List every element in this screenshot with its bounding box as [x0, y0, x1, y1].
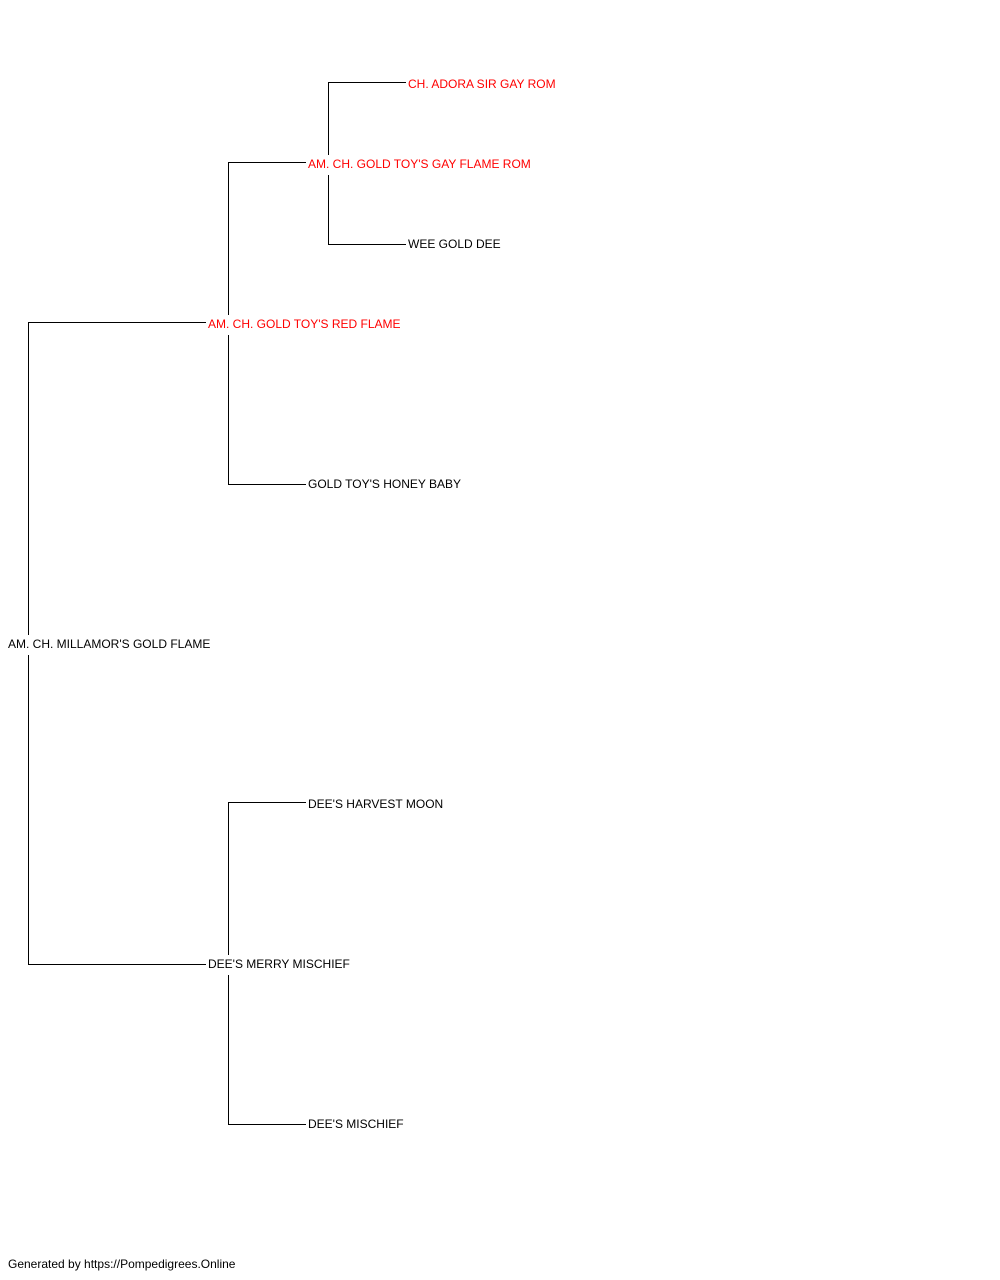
connector-dam-dam — [228, 975, 306, 1125]
generated-by-footer: Generated by https://Pompedigrees.Online — [8, 1257, 236, 1271]
connector-ss-sire — [328, 82, 406, 155]
pedigree-sire-sire[interactable]: AM. CH. GOLD TOY'S GAY FLAME ROM — [308, 157, 531, 171]
connector-subject-sire — [28, 322, 206, 635]
pedigree-sire-sire-dam[interactable]: WEE GOLD DEE — [408, 237, 501, 251]
pedigree-sire-sire-sire[interactable]: CH. ADORA SIR GAY ROM — [408, 77, 556, 91]
pedigree-dam-sire[interactable]: DEE'S HARVEST MOON — [308, 797, 444, 811]
connector-subject-dam — [28, 655, 206, 965]
pedigree-sire[interactable]: AM. CH. GOLD TOY'S RED FLAME — [208, 317, 401, 331]
connector-dam-sire — [228, 802, 306, 955]
pedigree-dam[interactable]: DEE'S MERRY MISCHIEF — [208, 957, 350, 971]
pedigree-dam-dam[interactable]: DEE'S MISCHIEF — [308, 1117, 404, 1131]
connector-ss-dam — [328, 175, 406, 245]
pedigree-sire-dam[interactable]: GOLD TOY'S HONEY BABY — [308, 477, 462, 491]
connector-sire-sire-dam — [228, 335, 306, 485]
pedigree-subject: AM. CH. MILLAMOR'S GOLD FLAME — [8, 637, 211, 651]
connector-sire-sire-sire — [228, 162, 306, 315]
